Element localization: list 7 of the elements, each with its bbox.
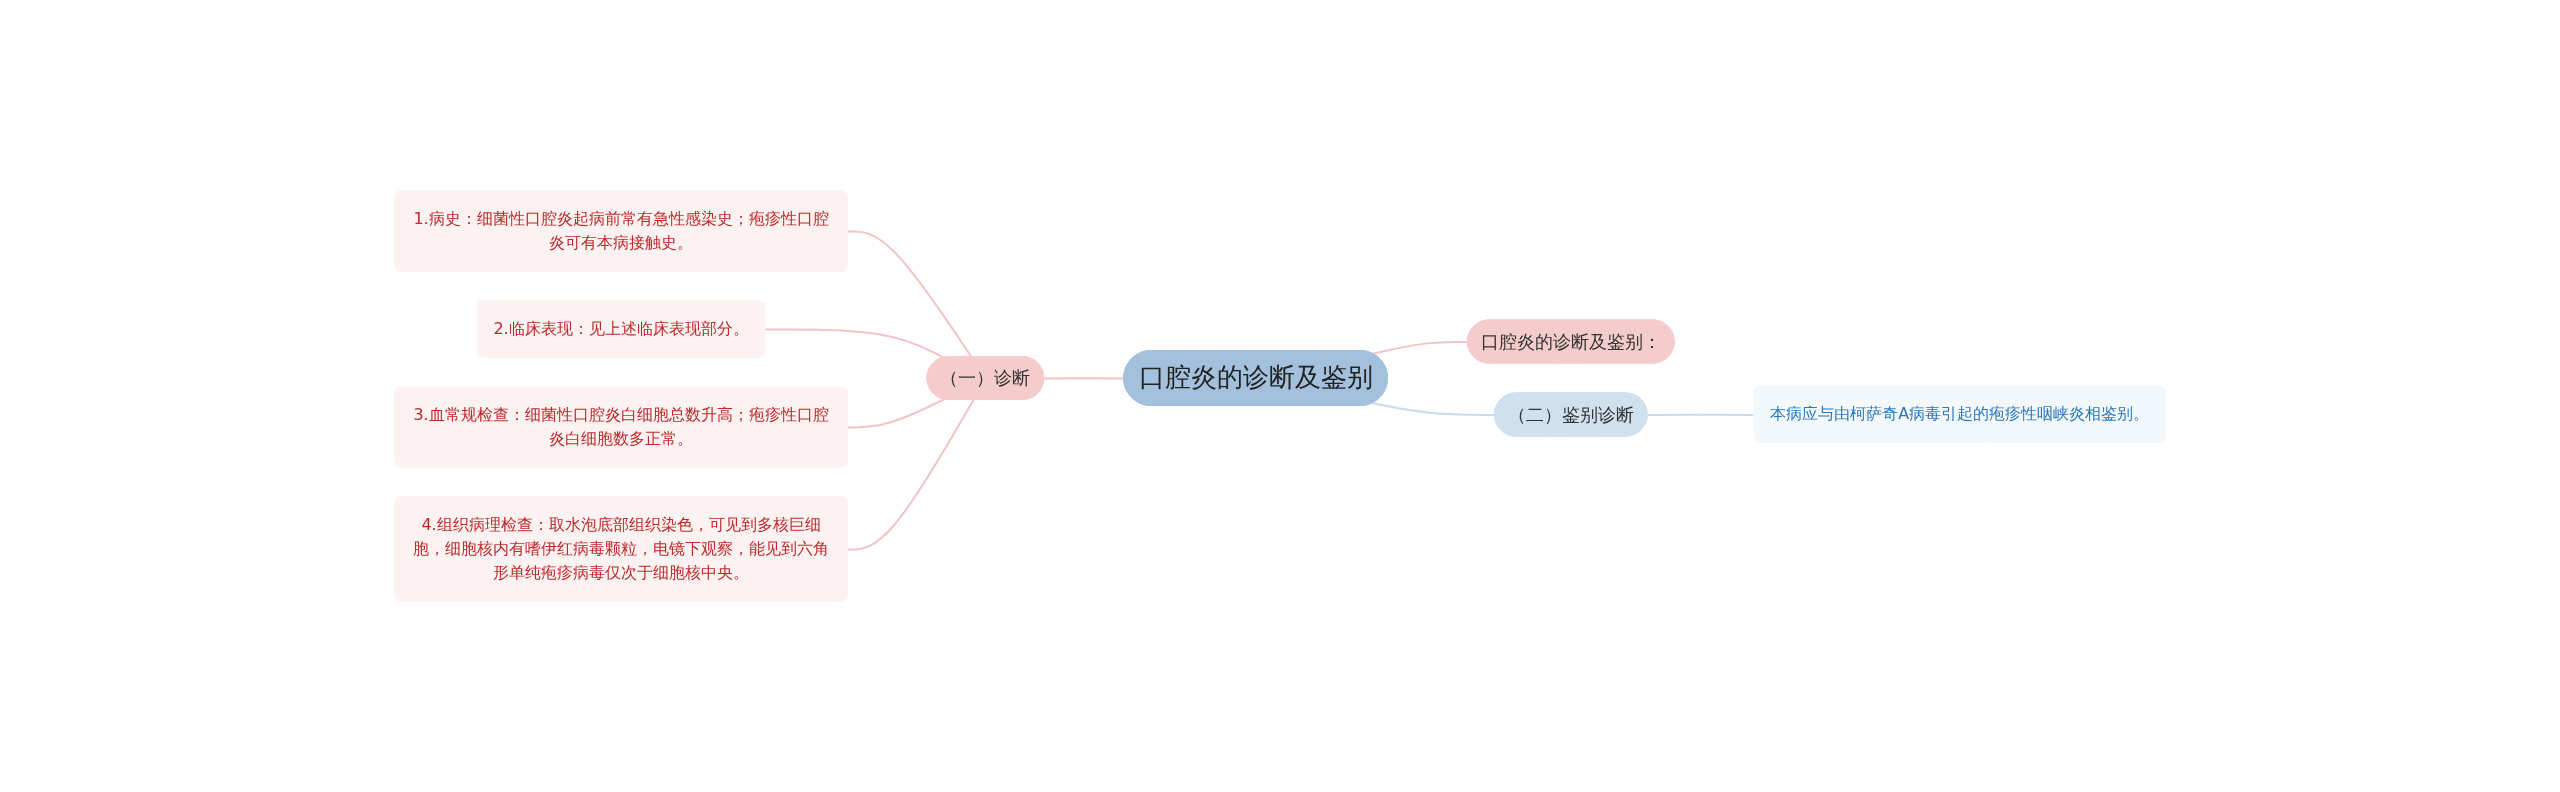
connector <box>846 399 975 551</box>
connector <box>846 230 973 358</box>
connector <box>846 398 945 429</box>
connector <box>1371 340 1469 355</box>
connector <box>764 328 945 359</box>
connector <box>1646 413 1756 416</box>
connector <box>1371 402 1496 416</box>
